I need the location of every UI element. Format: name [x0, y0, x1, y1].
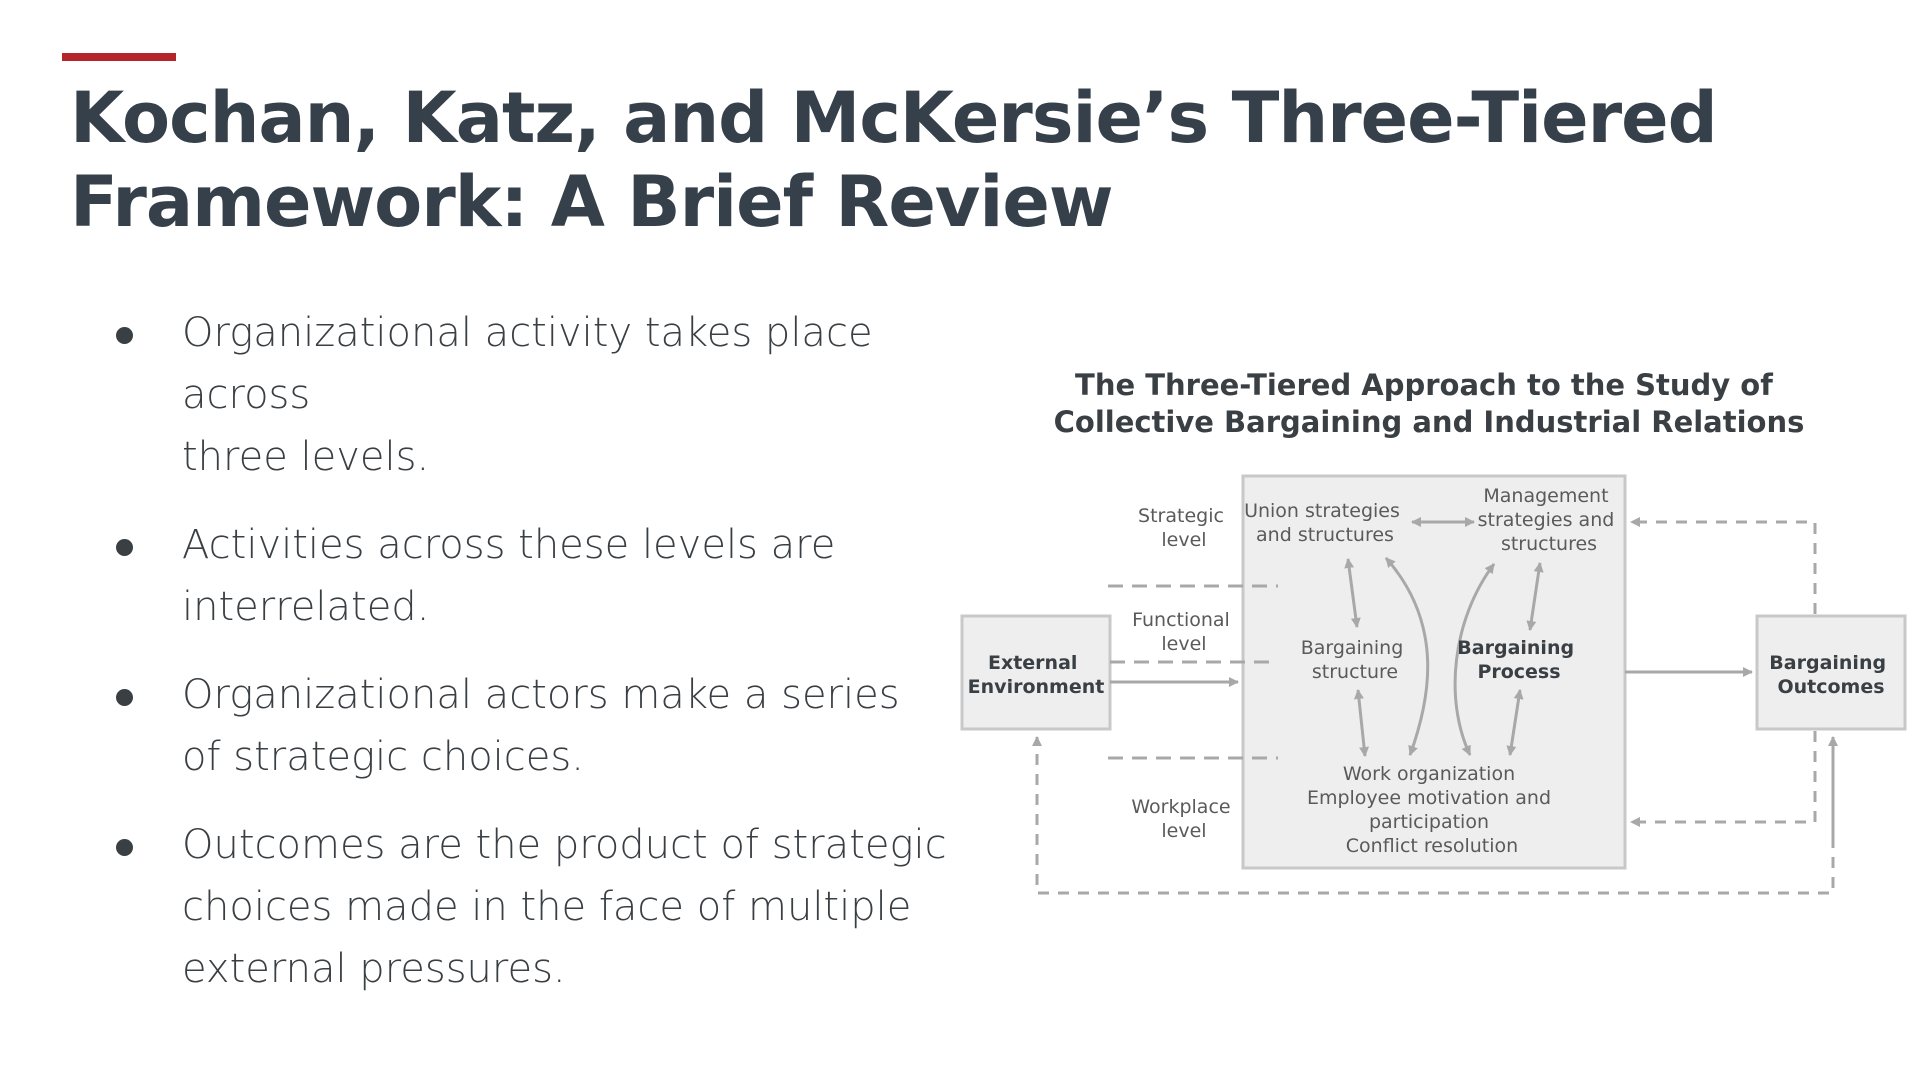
- feedback-to-workplace: [1630, 731, 1817, 827]
- relationship-arrows: [1110, 517, 1753, 757]
- label-line: level: [1161, 820, 1206, 842]
- external-environment-box: [960, 614, 1112, 731]
- label-line: Process: [1477, 661, 1560, 683]
- label-line: Strategic: [1138, 505, 1224, 527]
- label-line: Bargaining: [1457, 637, 1574, 659]
- bullet-list: Organizational activity takes place acro…: [110, 302, 990, 1026]
- bargaining-structure-label: Bargaining structure: [1301, 637, 1410, 683]
- label-line: structure: [1312, 661, 1398, 683]
- bullet-item: Outcomes are the product of strategic ch…: [110, 814, 990, 1000]
- bargaining-outcomes-label: Bargaining Outcomes: [1769, 652, 1892, 698]
- label-line: Management: [1483, 485, 1608, 507]
- bargaining-outcomes-box: [1755, 614, 1907, 731]
- label-line: Union strategies: [1244, 500, 1400, 522]
- diagram-title-line: The Three-Tiered Approach to the Study o…: [1075, 368, 1773, 402]
- title-line: Framework: A Brief Review: [70, 161, 1114, 243]
- label-line: and structures: [1256, 524, 1394, 546]
- bullet-line: Organizational activity takes place acro…: [182, 310, 873, 418]
- union-structure-arrow: [1344, 558, 1361, 628]
- process-workplace-arrow: [1506, 689, 1524, 756]
- bullet-dot: [116, 539, 133, 556]
- bullet-line: Organizational actors make a series: [182, 672, 900, 718]
- slide-title: Kochan, Katz, and McKersie’s Three-Tiere…: [70, 76, 1770, 244]
- feedback-to-management: [1630, 517, 1817, 614]
- bullet-line: Activities across these levels are: [182, 522, 836, 568]
- bullet-dot: [116, 689, 133, 706]
- bullet-item: Activities across these levels are inter…: [110, 514, 990, 638]
- strategic-level-label: Strategic level: [1138, 505, 1230, 551]
- level-separators: [1108, 584, 1278, 760]
- feedback-loops: [1032, 517, 1835, 895]
- management-workplace-curve-arrow: [1453, 563, 1496, 756]
- bullet-dot: [116, 839, 133, 856]
- label-line: Workplace: [1131, 796, 1230, 818]
- functional-level-label: Functional level: [1132, 609, 1236, 655]
- diagram-title-line: Collective Bargaining and Industrial Rel…: [1054, 405, 1805, 439]
- label-line: Outcomes: [1777, 676, 1884, 698]
- label-line: Work organization: [1343, 763, 1515, 785]
- workplace-level-label: Workplace level: [1131, 796, 1236, 842]
- bullet-line: choices made in the face of multiple: [182, 884, 912, 930]
- management-process-arrow: [1526, 562, 1544, 631]
- bargaining-process-label: Bargaining Process: [1457, 637, 1580, 683]
- bullet-line: three levels.: [182, 434, 430, 480]
- label-line: Functional: [1132, 609, 1230, 631]
- label-line: level: [1161, 529, 1206, 551]
- feedback-to-environment: [1032, 736, 1835, 895]
- label-line: External: [988, 652, 1077, 674]
- label-line: Employee motivation and: [1307, 787, 1551, 809]
- label-line: Bargaining: [1769, 652, 1886, 674]
- title-line: Kochan, Katz, and McKersie’s Three-Tiere…: [70, 77, 1718, 159]
- central-box: [1241, 474, 1627, 870]
- label-line: Environment: [968, 676, 1105, 698]
- bullet-line: of strategic choices.: [182, 734, 584, 780]
- union-workplace-curve-arrow: [1384, 557, 1430, 756]
- label-line: structures: [1501, 533, 1597, 555]
- union-strategies-label: Union strategies and structures: [1244, 500, 1406, 546]
- external-environment-label: External Environment: [968, 652, 1105, 698]
- label-line: strategies and: [1478, 509, 1615, 531]
- bullet-item: Organizational activity takes place acro…: [110, 302, 990, 488]
- bullet-line: Outcomes are the product of strategic: [182, 822, 947, 868]
- label-line: participation: [1369, 811, 1489, 833]
- accent-bar: [62, 53, 176, 61]
- bullet-item: Organizational actors make a series of s…: [110, 664, 990, 788]
- bullet-line: interrelated.: [182, 584, 430, 630]
- bullet-line: external pressures.: [182, 946, 566, 992]
- diagram-title: The Three-Tiered Approach to the Study o…: [1054, 368, 1805, 439]
- structure-workplace-arrow: [1353, 689, 1370, 757]
- workplace-items-label: Work organization Employee motivation an…: [1307, 763, 1557, 857]
- bullet-dot: [116, 327, 133, 344]
- management-strategies-label: Management strategies and structures: [1478, 485, 1621, 555]
- label-line: level: [1161, 633, 1206, 655]
- label-line: Conflict resolution: [1346, 835, 1518, 857]
- label-line: Bargaining: [1301, 637, 1404, 659]
